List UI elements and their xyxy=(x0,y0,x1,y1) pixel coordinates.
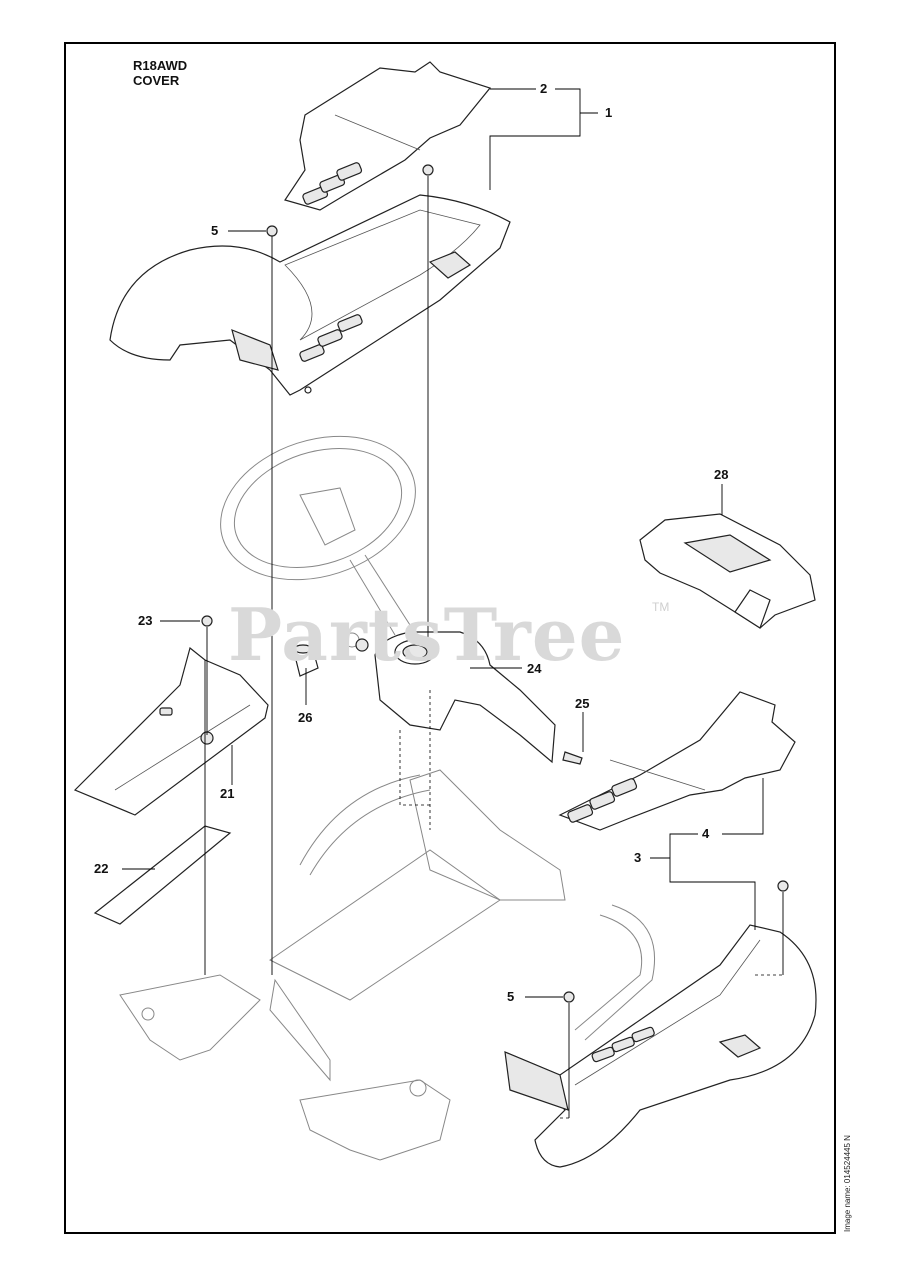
callout-28[interactable]: 28 xyxy=(714,467,729,482)
drawing-border xyxy=(64,42,836,1234)
callout-21[interactable]: 21 xyxy=(220,786,235,801)
section-title: COVER xyxy=(133,73,180,88)
callout-5-top[interactable]: 5 xyxy=(211,223,219,238)
callout-2[interactable]: 2 xyxy=(540,81,548,96)
steering-wheel-reference xyxy=(220,435,416,648)
part-21-side-panel[interactable] xyxy=(73,646,269,816)
part-28-rear-cover[interactable] xyxy=(639,513,816,629)
part-4-mat[interactable] xyxy=(558,691,796,831)
part-24-console-cover[interactable] xyxy=(355,631,556,764)
callout-4[interactable]: 4 xyxy=(702,826,710,841)
callout-1[interactable]: 1 xyxy=(605,105,613,120)
part-23-screw[interactable] xyxy=(201,615,213,627)
part-22-strip[interactable] xyxy=(93,825,232,925)
part-2-mat[interactable] xyxy=(284,61,492,211)
chassis-frame-reference xyxy=(119,769,656,1161)
callout-5-bottom[interactable]: 5 xyxy=(507,989,515,1004)
image-name-label: Image name: 014524445 N xyxy=(843,1135,852,1232)
watermark-trademark: TM xyxy=(652,600,670,614)
leader-lines xyxy=(122,88,784,1119)
callout-26[interactable]: 26 xyxy=(298,710,313,725)
callout-23[interactable]: 23 xyxy=(138,613,153,628)
part-3-rear-fender[interactable] xyxy=(504,880,817,1168)
model-title: R18AWD xyxy=(133,58,188,73)
callout-22[interactable]: 22 xyxy=(94,861,109,876)
watermark: PartsTree xyxy=(228,592,626,677)
part-25-screw[interactable] xyxy=(562,751,583,765)
callout-3[interactable]: 3 xyxy=(634,850,642,865)
callout-25[interactable]: 25 xyxy=(575,696,590,711)
callout-24[interactable]: 24 xyxy=(527,661,542,676)
part-26-knob[interactable] xyxy=(293,644,319,677)
part-1-cover[interactable] xyxy=(109,194,511,396)
